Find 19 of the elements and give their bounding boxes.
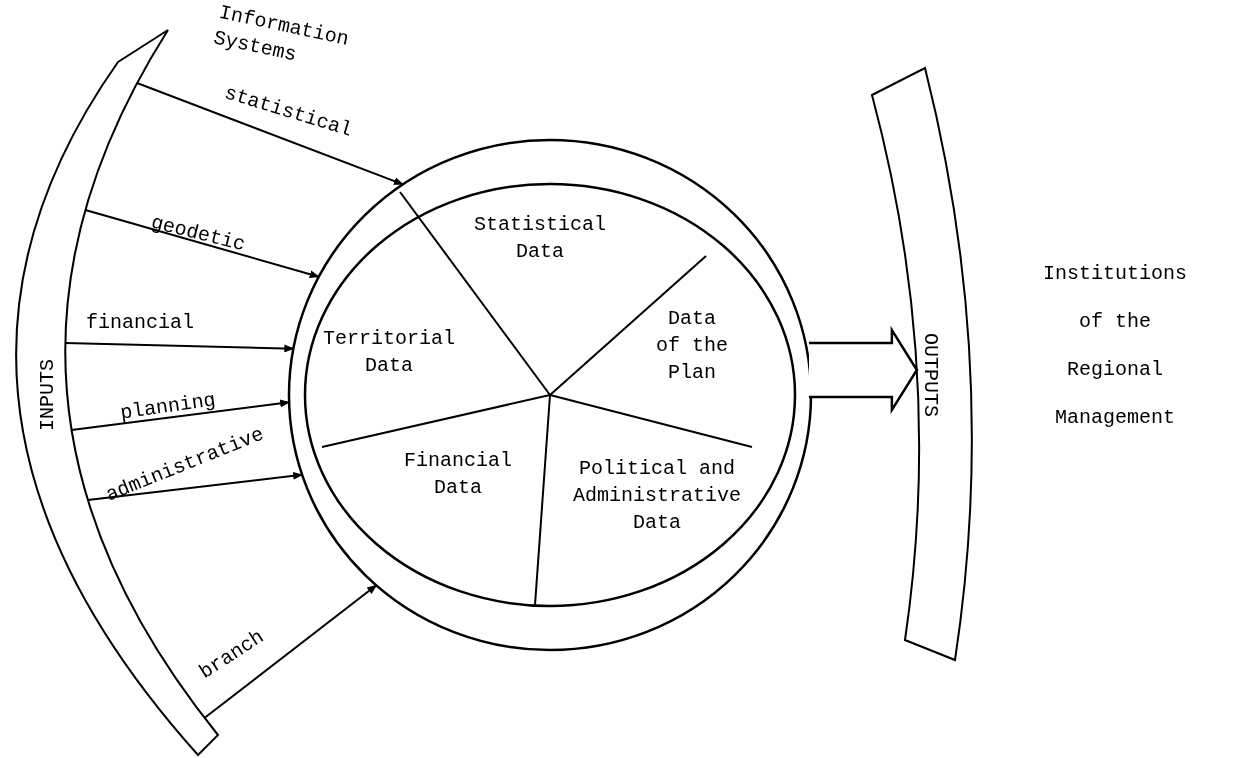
edge-label: planning: [118, 387, 218, 427]
arrow: [64, 342, 295, 353]
block-arrow: [807, 325, 919, 415]
segment-label: Statistical Data: [470, 211, 610, 265]
edge-label: geodetic: [148, 209, 248, 259]
segment-label: Data of the Plan: [652, 304, 732, 386]
arrow: [203, 584, 378, 719]
band-label: INPUTS: [35, 359, 60, 431]
edge-label: financial: [86, 310, 194, 336]
ring: [286, 137, 814, 653]
band-label: OUTPUTS: [918, 333, 943, 417]
arrow: [84, 209, 320, 279]
segment-label: Political and Administrative Data: [571, 454, 743, 536]
arrow: [70, 399, 291, 431]
arrow: [86, 471, 304, 501]
institution-label: Institutions of the Regional Management: [1042, 261, 1188, 431]
segment-label: Territorial Data: [322, 325, 456, 379]
segment-label: Financial Data: [388, 447, 528, 501]
arrow: [136, 82, 404, 186]
